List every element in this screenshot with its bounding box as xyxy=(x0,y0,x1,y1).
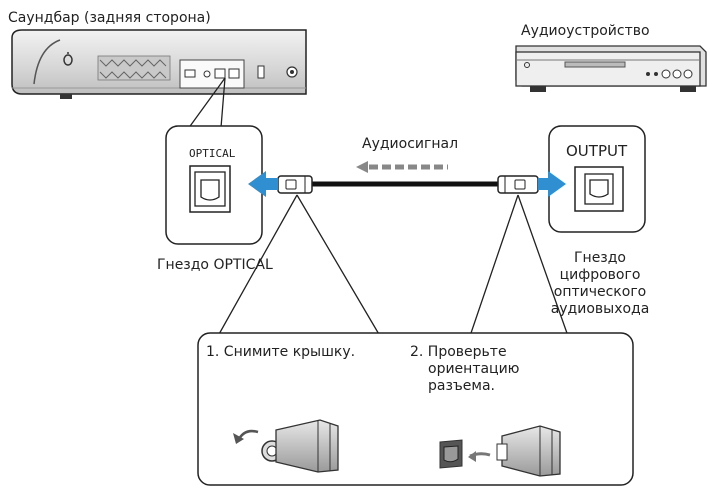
soundbar-label: Саундбар (задняя сторона) xyxy=(8,10,211,26)
cap-removal-icon xyxy=(233,419,339,473)
optical-jack-label: Гнездо OPTICAL xyxy=(157,257,273,273)
audio-signal-label: Аудиосигнал xyxy=(362,136,459,152)
audio-device-label: Аудиоустройство xyxy=(521,23,650,39)
blue-arrow-left-icon xyxy=(248,171,278,197)
step-1-text: 1. Снимите крышку. xyxy=(206,344,356,360)
output-port-label: OUTPUT xyxy=(566,142,628,160)
signal-arrow-icon xyxy=(356,161,448,173)
optical-port-label: OPTICAL xyxy=(189,147,236,160)
digital-out-jack-label: Гнездо цифрового оптического аудиовыхода xyxy=(550,250,650,317)
audio-device-icon xyxy=(515,45,707,92)
blue-arrow-right-icon xyxy=(538,171,566,197)
soundbar-icon xyxy=(11,29,307,99)
step-2-text: 2. Проверьте ориентацию разъема. xyxy=(410,344,520,394)
optical-panel xyxy=(165,125,263,245)
right-optical-plug-icon xyxy=(497,175,539,194)
left-optical-plug-icon xyxy=(277,175,313,194)
output-panel xyxy=(548,125,646,233)
orientation-check-icon xyxy=(439,425,561,477)
